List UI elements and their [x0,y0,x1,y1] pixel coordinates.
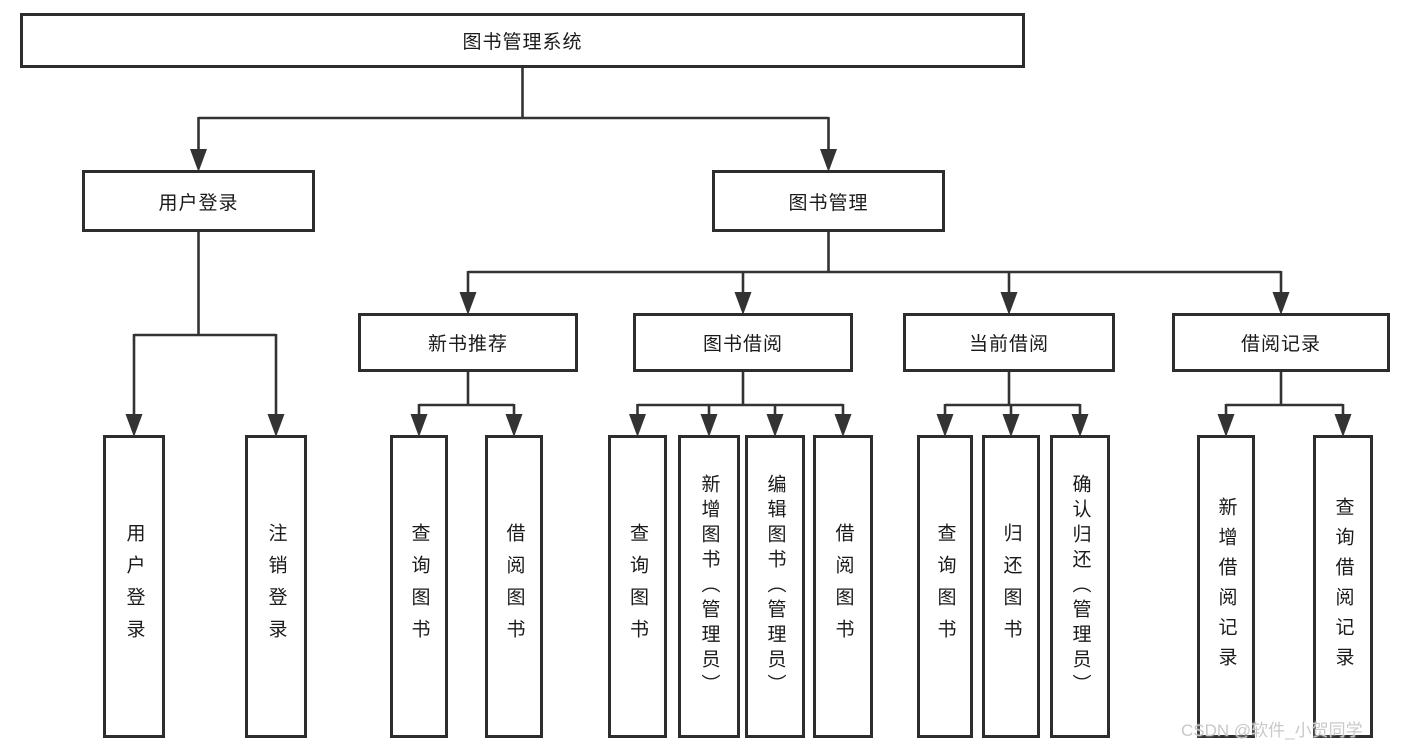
node-label: 查询图书 [627,522,648,651]
node-label: 图书管理系统 [462,32,583,53]
node-label: 新书推荐 [427,334,508,355]
arrowhead-icon [410,414,428,437]
leaf-borrow-books-recommend: 借阅图书 [485,435,543,738]
node-label: 注销登录 [265,522,287,651]
arrowhead-icon [734,292,752,315]
arrowhead-icon [459,292,477,315]
leaf-return-books: 归还图书 [982,435,1040,738]
leaf-add-borrow-record: 新增借阅记录 [1197,435,1255,738]
node-label: 图书借阅 [702,334,783,355]
leaf-query-books-recommend: 查询图书 [390,435,448,738]
leaf-user-login: 用户登录 [103,435,165,738]
node-label: 查询图书 [408,522,430,651]
node-label: 新增图书（管理员） [698,474,720,699]
leaf-add-books-admin: 新增图书（管理员） [678,435,740,738]
node-borrowing-records: 借阅记录 [1172,313,1390,372]
node-label: 确认归还（管理员） [1069,474,1091,699]
arrowhead-icon [125,414,143,437]
node-label: 用户登录 [123,522,145,651]
leaf-edit-books-admin: 编辑图书（管理员） [745,435,805,738]
arrowhead-icon [936,414,954,437]
node-book-management: 图书管理 [712,170,945,232]
arrowhead-icon [700,414,718,437]
node-book-borrowing: 图书借阅 [633,313,853,372]
arrowhead-icon [1071,414,1089,437]
arrowhead-icon [267,414,285,437]
arrowhead-icon [190,149,207,172]
arrowhead-icon [629,414,646,437]
leaf-logout: 注销登录 [245,435,307,738]
node-user-login: 用户登录 [82,170,315,232]
leaf-query-books-borrow: 查询图书 [608,435,667,738]
arrowhead-icon [1002,414,1020,437]
node-label: 查询借阅记录 [1332,496,1354,677]
node-label: 借阅图书 [832,522,854,651]
node-label: 编辑图书（管理员） [764,474,786,699]
leaf-borrow-books: 借阅图书 [813,435,873,738]
leaf-confirm-return-admin: 确认归还（管理员） [1050,435,1110,738]
node-label: 用户登录 [158,192,239,214]
node-current-borrowing: 当前借阅 [903,313,1115,372]
node-label: 新增借阅记录 [1215,496,1237,677]
node-library-management-system: 图书管理系统 [20,13,1025,68]
arrowhead-icon [766,414,784,437]
leaf-query-borrow-record: 查询借阅记录 [1313,435,1373,738]
csdn-watermark: CSDN @软件_小贺同学 [1181,721,1363,740]
node-label: 借阅记录 [1240,334,1321,355]
arrowhead-icon [505,414,523,437]
arrowhead-icon [820,149,837,172]
node-new-book-recommendation: 新书推荐 [358,313,578,372]
arrowhead-icon [1000,292,1018,315]
arrowhead-icon [1334,414,1352,437]
arrowhead-icon [1272,292,1290,315]
node-label: 图书管理 [788,192,869,214]
node-label: 查询图书 [934,522,956,651]
arrowhead-icon [834,414,852,437]
node-label: 借阅图书 [503,522,525,651]
node-label: 归还图书 [1000,522,1022,651]
arrowhead-icon [1217,414,1235,437]
leaf-query-books-current: 查询图书 [917,435,973,738]
node-label: 当前借阅 [968,334,1049,355]
